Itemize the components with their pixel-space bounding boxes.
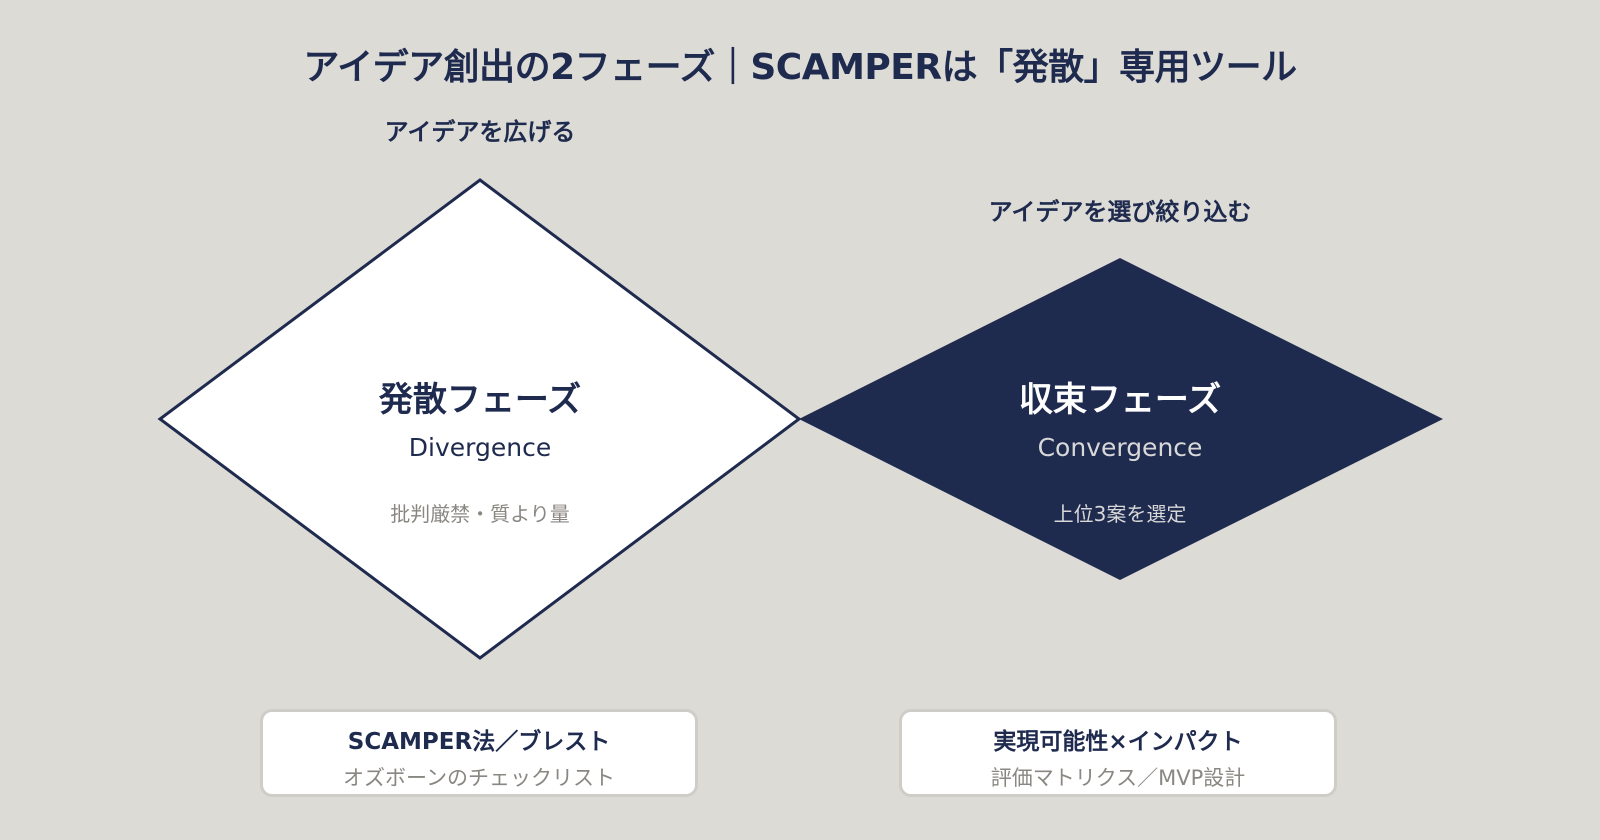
divergence-tools-card: SCAMPER法／ブレスト オズボーンのチェックリスト [260, 709, 698, 797]
divergence-diamond [157, 178, 802, 660]
page-title: アイデア創出の2フェーズ｜SCAMPERは「発散」専用ツール [303, 47, 1297, 88]
convergence-card-title: 実現可能性×インパクト [993, 729, 1243, 755]
convergence-note: 上位3案を選定 [1053, 502, 1187, 526]
convergence-title-en: Convergence [1037, 433, 1203, 462]
divergence-note: 批判厳禁・質より量 [390, 502, 570, 526]
convergence-diamond [799, 258, 1443, 580]
divergence-card-title: SCAMPER法／ブレスト [347, 729, 611, 755]
divergence-caption: アイデアを広げる [384, 118, 576, 146]
divergence-card-subtitle: オズボーンのチェックリスト [343, 766, 615, 790]
convergence-title-jp: 収束フェーズ [1018, 380, 1222, 420]
convergence-card-subtitle: 評価マトリクス／MVP設計 [990, 766, 1246, 790]
convergence-label: 収束フェーズ Convergence 上位3案を選定 [960, 372, 1280, 527]
divergence-title-en: Divergence [408, 433, 552, 462]
divergence-title-jp: 発散フェーズ [378, 380, 582, 420]
convergence-tools-card: 実現可能性×インパクト 評価マトリクス／MVP設計 [899, 709, 1337, 797]
divergence-label: 発散フェーズ Divergence 批判厳禁・質より量 [320, 372, 640, 527]
convergence-caption: アイデアを選び絞り込む [988, 198, 1252, 226]
